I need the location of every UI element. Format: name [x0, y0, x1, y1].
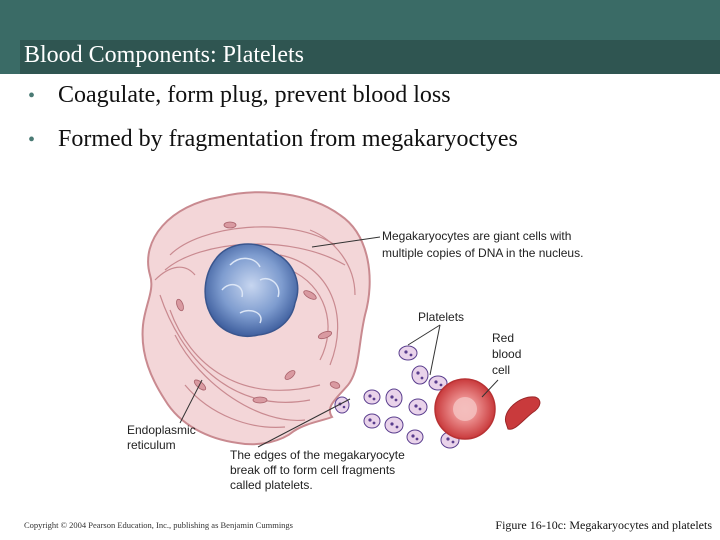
bullet-list: • Coagulate, form plug, prevent blood los…	[24, 80, 714, 168]
bullet-text: Coagulate, form plug, prevent blood loss	[58, 82, 451, 108]
figure-caption: Figure 16-10c: Megakaryocytes and platel…	[495, 518, 712, 533]
megakaryocyte-diagram: Megakaryocytes are giant cells with mult…	[110, 185, 620, 500]
label-megakaryocyte-line2: multiple copies of DNA in the nucleus.	[382, 246, 583, 260]
bullet-dot-icon: •	[28, 81, 35, 111]
copyright-notice: Copyright © 2004 Pearson Education, Inc.…	[24, 520, 293, 530]
red-blood-cell-side	[505, 397, 539, 429]
red-blood-cell-center	[453, 397, 477, 421]
label-megakaryocyte-line1: Megakaryocytes are giant cells with	[382, 229, 571, 243]
bullet-text: Formed by fragmentation from megakaryoct…	[58, 126, 518, 152]
bullet-dot-icon: •	[28, 125, 35, 155]
label-rbc-line1: Red	[492, 331, 514, 345]
label-er-line2: reticulum	[127, 438, 176, 452]
platelet	[399, 346, 417, 360]
platelet	[407, 430, 423, 444]
label-platelets: Platelets	[418, 310, 464, 324]
bullet-item: • Formed by fragmentation from megakaryoc…	[24, 124, 714, 154]
platelet	[412, 366, 428, 384]
nucleus	[205, 244, 298, 336]
platelet	[386, 389, 402, 407]
label-er-line1: Endoplasmic	[127, 423, 196, 437]
platelet	[335, 397, 349, 413]
label-rbc-line3: cell	[492, 363, 510, 377]
platelet	[364, 414, 380, 428]
label-edges-line3: called platelets.	[230, 478, 313, 492]
label-edges-line2: break off to form cell fragments	[230, 463, 395, 477]
platelet	[385, 417, 403, 433]
label-edges-line1: The edges of the megakaryocyte	[230, 448, 405, 462]
label-rbc-line2: blood	[492, 347, 521, 361]
platelet	[409, 399, 427, 415]
slide-title: Blood Components: Platelets	[24, 40, 304, 70]
platelet	[364, 390, 380, 404]
bullet-item: • Coagulate, form plug, prevent blood los…	[24, 80, 714, 110]
